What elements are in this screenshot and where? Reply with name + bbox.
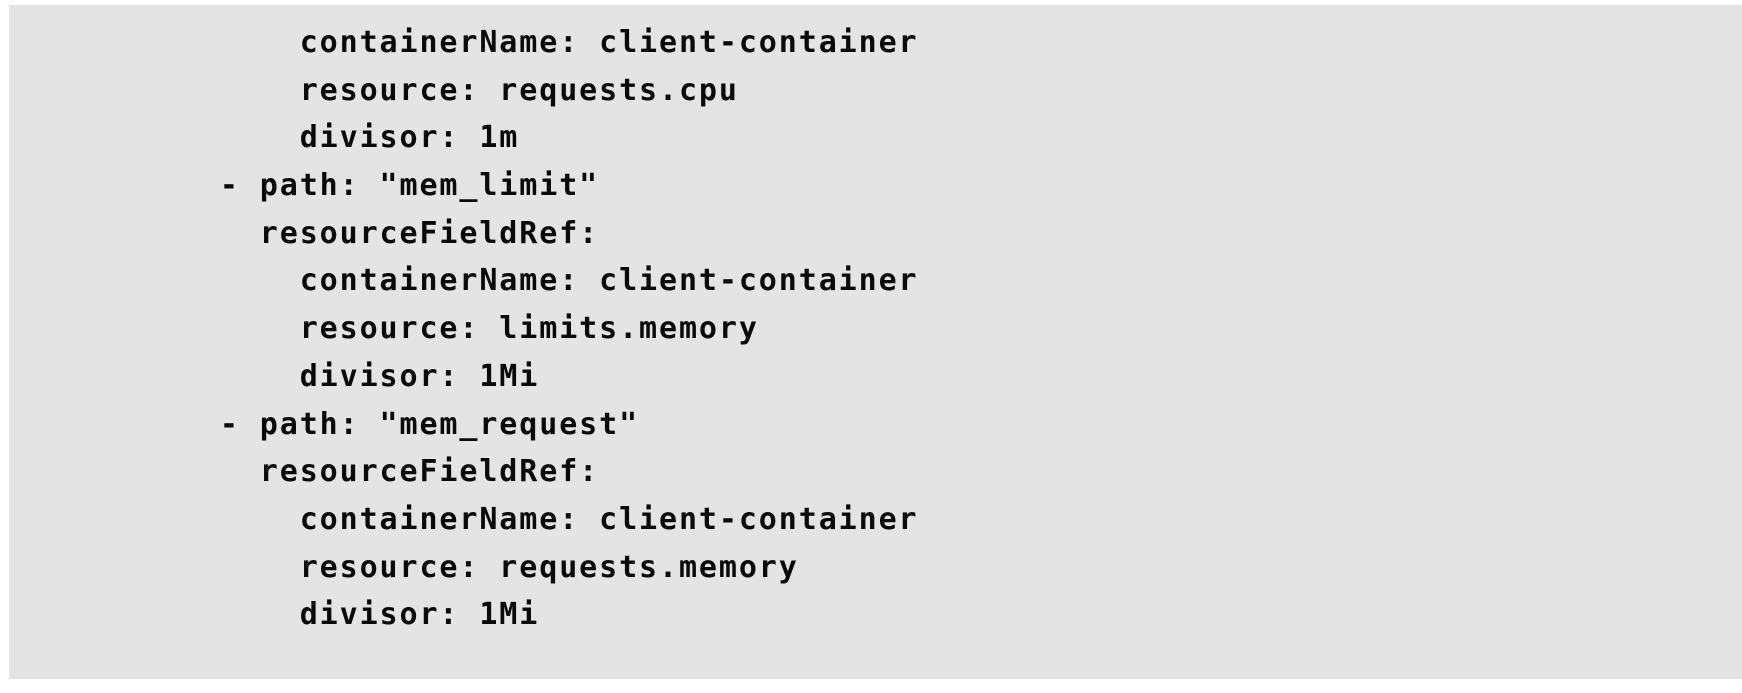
code-line: - path: "mem_limit" <box>140 168 600 204</box>
code-line: divisor: 1Mi <box>140 358 540 394</box>
code-line-list: containerName: client-container resource… <box>9 5 1742 639</box>
code-line: resource: requests.memory <box>140 549 799 585</box>
code-line: containerName: client-container <box>140 25 919 60</box>
code-line: resource: requests.cpu <box>140 72 739 108</box>
yaml-code-block: containerName: client-container resource… <box>9 5 1742 679</box>
code-line: resourceFieldRef: <box>140 454 600 490</box>
code-line: resource: limits.memory <box>140 311 759 347</box>
code-line: containerName: client-container <box>140 501 919 537</box>
code-line: resourceFieldRef: <box>140 215 600 251</box>
code-line: containerName: client-container <box>140 263 919 299</box>
code-line: divisor: 1Mi <box>140 597 540 633</box>
code-line: - path: "mem_request" <box>140 406 640 442</box>
code-line: divisor: 1m <box>140 120 520 156</box>
